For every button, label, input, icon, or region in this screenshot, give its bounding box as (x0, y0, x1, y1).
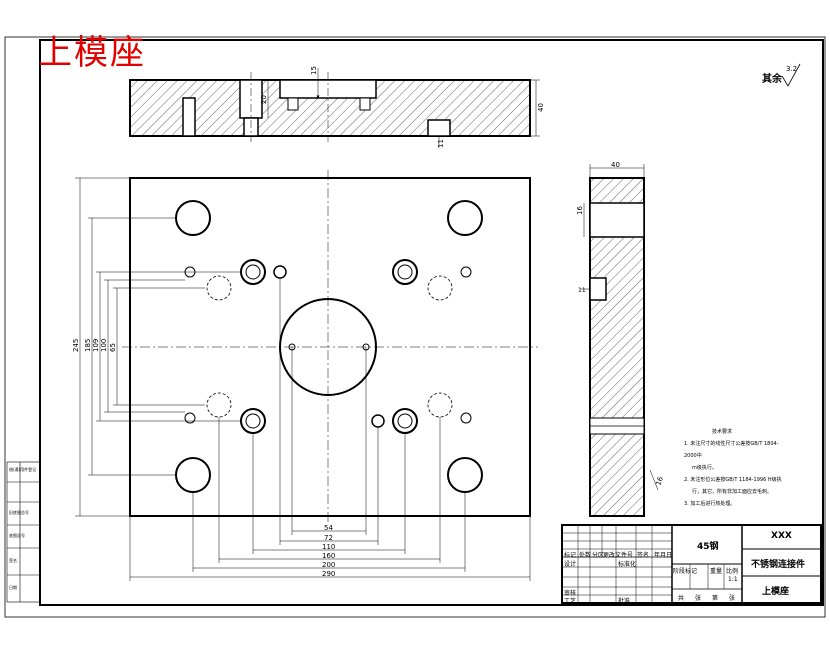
tb-sheet-unit2: 张 (729, 595, 736, 602)
dim-40-side: 40 (611, 161, 620, 169)
side-strip (6, 461, 41, 603)
dim-160: 160 (322, 552, 335, 560)
material-label: 45钢 (697, 542, 719, 552)
dim-16-side: 16 (576, 206, 584, 215)
req-heading: 技术要求 (712, 429, 733, 435)
tb-standard: 标准化 (618, 561, 637, 568)
dim-11-top: 11 (437, 139, 445, 148)
top-section-view (129, 72, 531, 142)
part-label: 上模座 (762, 587, 790, 597)
dim-100: 100 (100, 339, 108, 352)
tb-row-date: 年月日 (654, 552, 673, 559)
dim-54: 54 (324, 524, 333, 532)
tb-craft: 工艺 (564, 598, 577, 605)
plan-vertical-dims (75, 177, 240, 517)
dim-72: 72 (324, 534, 333, 542)
tb-stage: 阶段标记 (673, 568, 698, 575)
tb-audit: 审核 (564, 590, 577, 597)
top-view-dims (267, 68, 540, 148)
tb-sheet-unit1: 张 (695, 595, 702, 602)
req-line3: 3. 加工后进行热处理。 (684, 501, 736, 507)
tb-row-sign: 签名 (637, 552, 650, 559)
tb-weight: 重量 (710, 568, 723, 575)
dim-245: 245 (72, 339, 80, 352)
tb-scale: 1:1 (728, 576, 738, 583)
tb-design: 设计 (564, 561, 577, 568)
dim-109: 109 (92, 339, 100, 352)
side-label-5: 日期 (9, 585, 17, 590)
tb-row-count: 处数 (579, 552, 592, 559)
side-view-dims (580, 164, 659, 491)
req-line2: 2. 未注形位公差按GB/T 1184-1996 H级执 (684, 477, 782, 483)
roughness-label: 其余 (762, 74, 782, 85)
side-label-2: 旧底图总号 (9, 510, 29, 515)
inner-frame (39, 39, 824, 606)
dim-15: 15 (310, 66, 318, 75)
tb-row-change: 更改文件号 (603, 552, 634, 559)
req-line1b: m级执行。 (692, 465, 717, 471)
req-line1: 1. 未注尺寸的线性尺寸公差按GB/T 1804-2000中 (684, 441, 779, 459)
roughness-value: 3.2 (786, 65, 798, 73)
dim-185: 185 (84, 339, 92, 352)
product-label: 不锈钢连接件 (751, 560, 806, 570)
roughness-symbol (781, 63, 801, 87)
side-label-1: 借(通)用件登记 (9, 467, 37, 472)
side-label-4: 签名 (9, 558, 17, 563)
tb-scale-label: 比例 (726, 568, 739, 575)
tb-approve: 批准 (618, 598, 631, 605)
dim-200: 200 (322, 561, 335, 569)
company-label: XXX (771, 531, 792, 541)
technical-requirements: 技术要求 1. 未注尺寸的线性尺寸公差按GB/T 1804-2000中 m级执行… (684, 426, 784, 510)
tb-row-mark: 标记 (564, 552, 577, 559)
dim-20: 20 (260, 95, 268, 104)
outer-frame (4, 36, 826, 618)
tb-sheet-total: 共 (678, 595, 685, 602)
drawing-title: 上模座 (38, 33, 146, 73)
title-block (561, 524, 822, 604)
dim-290: 290 (322, 570, 335, 578)
side-label-3: 底图总号 (9, 533, 25, 538)
side-section-view (589, 177, 645, 517)
dim-65: 65 (109, 343, 117, 352)
tb-row-zone: 分区 (592, 552, 605, 559)
req-line2b: 行，其它，所有非加工面应去毛刺。 (692, 489, 773, 495)
dim-110: 110 (322, 543, 335, 551)
dim-11-side: 11 (578, 287, 586, 294)
plan-view (122, 170, 538, 522)
tb-sheet-num: 第 (712, 595, 719, 602)
dim-40-top: 40 (537, 103, 545, 112)
dim-16-side-b: 16 (654, 475, 665, 487)
plan-horizontal-dims (129, 278, 531, 581)
